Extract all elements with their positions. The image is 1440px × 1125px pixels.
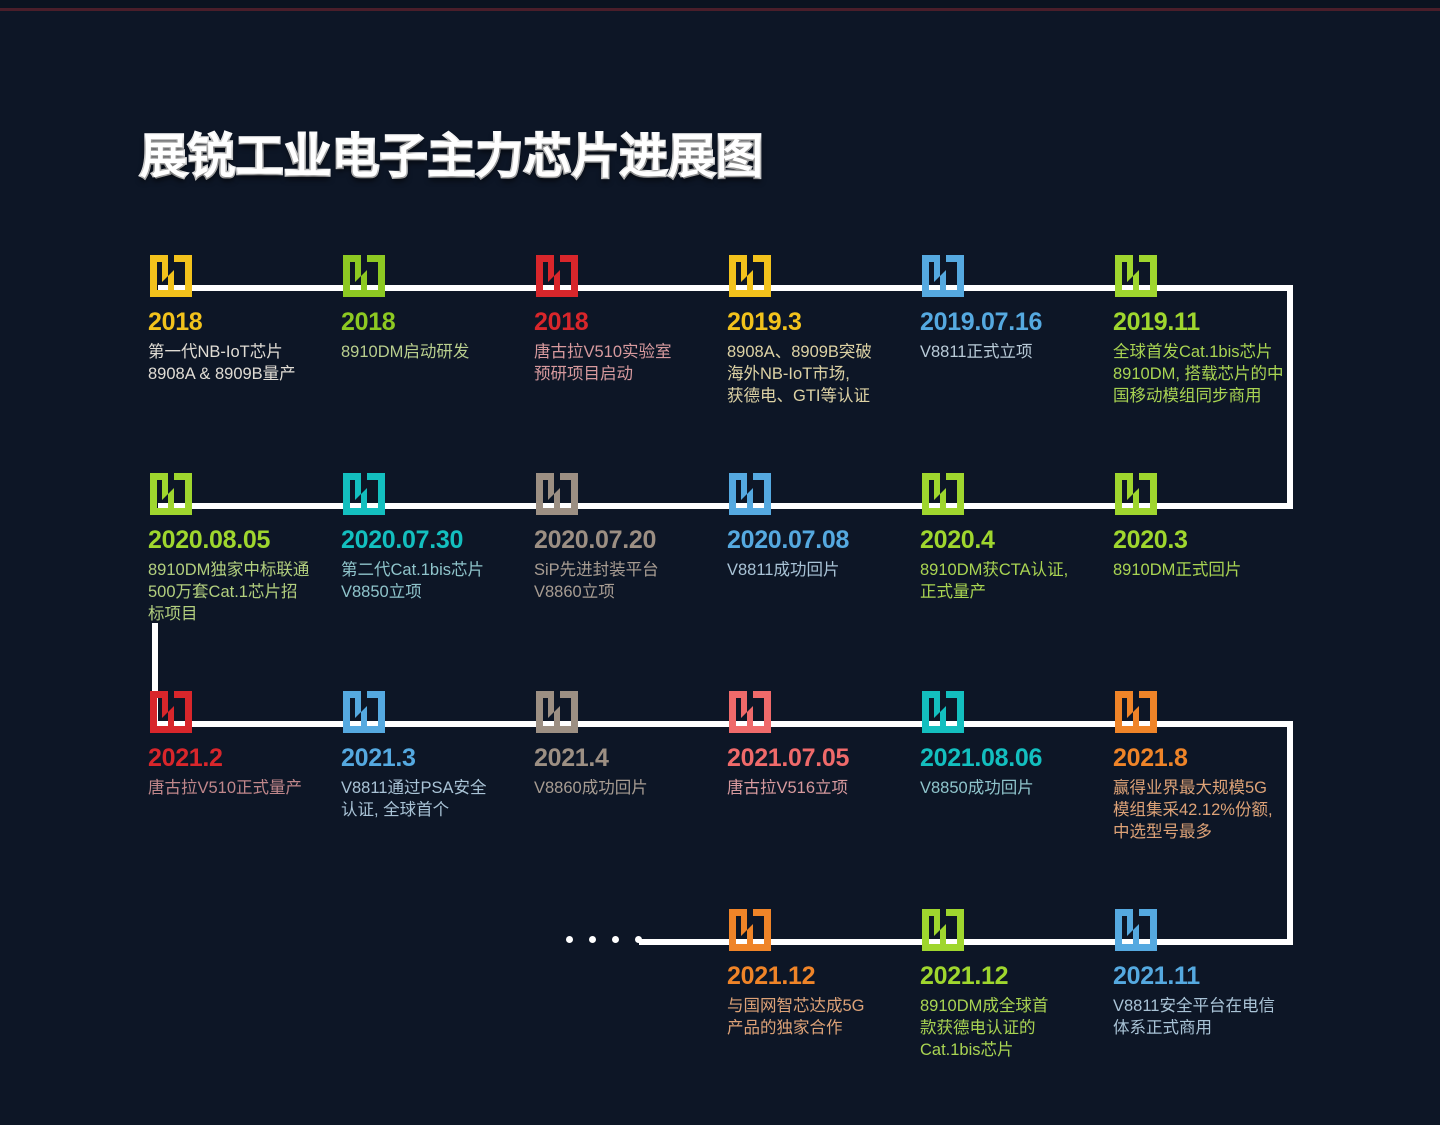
timeline-item-description: 8910DM获CTA认证, 正式量产 [920,561,1069,601]
timeline-item-description: 第一代NB-IoT芯片 8908A & 8909B量产 [148,343,296,383]
dot [635,936,642,943]
timeline-item-description: 8910DM启动研发 [341,343,470,361]
timeline-item-date: 2018 [148,308,203,336]
timeline-item-description: 8910DM独家中标联通 500万套Cat.1芯片招 标项目 [148,561,310,623]
timeline-item-date: 2020.08.05 [148,526,271,554]
flag-bracket-icon [727,253,773,299]
timeline-item-date: 2021.12 [727,962,816,990]
timeline-rail [639,939,1293,945]
flag-bracket-icon [341,471,387,517]
dot [612,936,619,943]
timeline-item-description: 第二代Cat.1bis芯片 V8850立项 [341,561,485,601]
timeline-item-date: 2018 [341,308,396,336]
flag-bracket-icon [1113,907,1159,953]
timeline-item-date: 2020.4 [920,526,995,554]
top-bar-filler [0,0,1440,8]
timeline-item-date: 2019.3 [727,308,802,336]
timeline-item-description: V8850成功回片 [920,779,1034,797]
flag-bracket-icon [920,689,966,735]
timeline-item-description: 与国网智芯达成5G 产品的独家合作 [727,997,865,1037]
timeline-item-description: V8811通过PSA安全 认证, 全球首个 [341,779,487,819]
page-title: 展锐工业电子主力芯片进展图 [139,129,765,187]
timeline-item-description: V8811正式立项 [920,343,1033,361]
flag-bracket-icon [727,689,773,735]
timeline-item-date: 2019.07.16 [920,308,1043,336]
row2-to-row3-connector [152,623,158,727]
timeline-item-description: 8910DM正式回片 [1113,561,1242,579]
flag-bracket-icon [920,253,966,299]
flag-bracket-icon [534,471,580,517]
timeline-item-date: 2021.3 [341,744,416,772]
timeline-item-description: V8860成功回片 [534,779,648,797]
timeline-item-date: 2020.07.08 [727,526,850,554]
timeline-rail [158,503,1293,509]
flag-bracket-icon [1113,471,1159,517]
timeline-item-date: 2018 [534,308,589,336]
flag-bracket-icon [727,471,773,517]
flag-bracket-icon [1113,253,1159,299]
dot [566,936,573,943]
flag-bracket-icon [341,689,387,735]
timeline-item-description: V8811安全平台在电信 体系正式商用 [1113,997,1275,1037]
top-accent-line [0,8,1440,11]
timeline-rail [158,285,1293,291]
timeline-rail [158,721,1293,727]
timeline-item-description: 唐古拉V510正式量产 [148,779,303,797]
timeline-item-date: 2020.3 [1113,526,1188,554]
timeline-item-description: 唐古拉V510实验室 预研项目启动 [534,343,672,383]
timeline-item-date: 2021.8 [1113,744,1188,772]
timeline-item-date: 2021.2 [148,744,223,772]
timeline-item-date: 2021.08.06 [920,744,1043,772]
continuation-dots [566,936,642,943]
flag-bracket-icon [534,253,580,299]
flag-bracket-icon [727,907,773,953]
timeline-item-date: 2021.12 [920,962,1009,990]
flag-bracket-icon [534,689,580,735]
timeline-item-date: 2021.11 [1113,962,1200,990]
timeline-item-date: 2019.11 [1113,308,1200,336]
timeline-item-date: 2020.07.20 [534,526,657,554]
timeline-item-date: 2021.4 [534,744,609,772]
timeline-item-date: 2021.07.05 [727,744,850,772]
timeline-item-description: 全球首发Cat.1bis芯片 8910DM, 搭载芯片的中 国移动模组同步商用 [1113,343,1284,405]
row3-to-row4-connector [1287,721,1293,939]
flag-bracket-icon [148,253,194,299]
timeline-item-description: 8908A、8909B突破 海外NB-IoT市场, 获德电、GTI等认证 [727,343,872,405]
timeline-item-description: 8910DM成全球首 款获德电认证的 Cat.1bis芯片 [920,997,1049,1059]
timeline-item-description: V8811成功回片 [727,561,840,579]
timeline-item-description: SiP先进封装平台 V8860立项 [534,561,659,601]
flag-bracket-icon [920,471,966,517]
flag-bracket-icon [341,253,387,299]
flag-bracket-icon [1113,689,1159,735]
dot [589,936,596,943]
row1-to-row2-connector [1287,285,1293,503]
timeline-item-description: 唐古拉V516立项 [727,779,849,797]
flag-bracket-icon [148,689,194,735]
flag-bracket-icon [920,907,966,953]
timeline-item-date: 2020.07.30 [341,526,464,554]
timeline-item-description: 赢得业界最大规模5G 模组集采42.12%份额, 中选型号最多 [1113,779,1273,841]
flag-bracket-icon [148,471,194,517]
